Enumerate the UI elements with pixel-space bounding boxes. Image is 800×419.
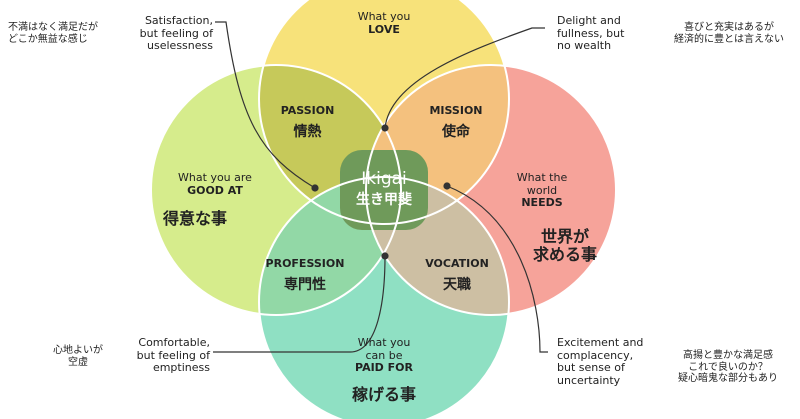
ikigai-center-region xyxy=(340,150,428,230)
good-at-line2: GOOD AT xyxy=(187,183,243,197)
paid-for-jp: 稼げる事 xyxy=(351,385,416,404)
note-bottom-left-jp2: 空虚 xyxy=(68,356,88,368)
note-bottom-right-en: Excitement and complacency, but sense of… xyxy=(557,336,644,388)
note-top-left-jp2: どこか無益な感じ xyxy=(8,33,88,45)
note-bottom-left-en: Comfortable, but feeling of emptiness xyxy=(122,336,210,375)
ikigai-en: Ikigai xyxy=(361,169,407,189)
paid-for-label: What you can be PAID FOR xyxy=(334,336,434,375)
leader-dot-bottom-left xyxy=(381,252,389,260)
note-top-left-en2: but feeling of xyxy=(139,26,213,40)
love-label: What you LOVE xyxy=(334,10,434,36)
paid-for-line1: What you xyxy=(357,336,411,349)
note-bottom-right-en1: Excitement and xyxy=(557,336,644,349)
vocation-jp: 天職 xyxy=(443,276,471,293)
note-bottom-left-en2: but feeling of xyxy=(136,348,210,362)
ikigai-jp: 生き甲斐 xyxy=(356,191,412,208)
profession-jp: 専門性 xyxy=(284,276,326,293)
leader-line-top-right xyxy=(384,27,545,129)
note-bottom-right-jp: 高揚と豊かな満足感 これで良いのか？ 疑心暗鬼な部分もあり xyxy=(662,350,794,385)
note-top-left-en1: Satisfaction, xyxy=(144,14,213,27)
love-line1: What you xyxy=(357,10,411,23)
note-bottom-right-en2: complacency, xyxy=(557,348,634,362)
love-line2: LOVE xyxy=(368,22,400,36)
note-top-left-jp1: 不満はなく満足だが xyxy=(8,22,98,33)
needs-jp2: 求める事 xyxy=(532,245,597,265)
needs-line2: world xyxy=(526,183,558,197)
note-top-right-jp: 喜びと充実はあるが 経済的に豊とは言えない xyxy=(665,22,793,45)
vocation-label: VOCATION 天職 xyxy=(412,257,502,293)
note-bottom-left-jp: 心地よいが 空虚 xyxy=(48,345,108,368)
profession-label: PROFESSION 専門性 xyxy=(255,257,355,293)
note-top-left-jp: 不満はなく満足だが どこか無益な感じ xyxy=(8,22,98,45)
ikigai-label: Ikigai 生き甲斐 xyxy=(340,169,428,208)
paid-for-line2: can be xyxy=(365,348,403,362)
needs-line1: What the xyxy=(516,171,568,184)
mission-label: MISSION 使命 xyxy=(416,104,496,140)
passion-label: PASSION 情熱 xyxy=(265,104,350,140)
leader-lines xyxy=(213,21,548,353)
leader-line-bottom-left xyxy=(213,255,386,353)
note-bottom-right-en4: uncertainty xyxy=(557,373,621,387)
good-at-jp: 得意な事 xyxy=(163,209,228,228)
note-top-left-en: Satisfaction, but feeling of uselessness xyxy=(128,14,213,53)
needs-jp1: 世界が xyxy=(540,227,589,246)
leader-dot-top-right xyxy=(381,124,389,132)
mission-jp: 使命 xyxy=(442,123,470,140)
mission-en: MISSION xyxy=(429,104,483,117)
note-bottom-right-jp1: 高揚と豊かな満足感 xyxy=(683,350,773,361)
passion-jp: 情熱 xyxy=(293,123,322,140)
good-at-label: What you are GOOD AT xyxy=(170,171,260,197)
note-top-right-jp1: 喜びと充実はあるが xyxy=(684,22,774,33)
paid-for-line3: PAID FOR xyxy=(355,361,413,375)
needs-line3: NEEDS xyxy=(521,196,563,210)
leader-line-bottom-right xyxy=(446,185,548,353)
note-top-right-en2: fullness, but xyxy=(557,26,625,40)
leader-dot-bottom-right xyxy=(443,182,451,190)
note-top-right-jp2: 経済的に豊とは言えない xyxy=(674,33,784,45)
note-top-right-en1: Delight and xyxy=(557,14,621,27)
note-bottom-left-en3: emptiness xyxy=(152,361,210,375)
needs-jp: 世界が 求める事 xyxy=(520,227,610,265)
good-at-line1: What you are xyxy=(178,171,252,184)
profession-en: PROFESSION xyxy=(265,257,345,270)
note-bottom-right-jp2: これで良いのか？ xyxy=(688,361,768,373)
circle-outlines xyxy=(150,0,617,419)
note-bottom-right-jp3: 疑心暗鬼な部分もあり xyxy=(678,373,778,384)
note-top-right-en3: no wealth xyxy=(557,39,612,53)
leader-dot-top-left xyxy=(311,184,319,192)
note-bottom-left-en1: Comfortable, xyxy=(138,336,210,349)
needs-label: What the world NEEDS xyxy=(507,171,577,210)
note-top-left-en3: uselessness xyxy=(147,39,213,53)
note-top-right-en: Delight and fullness, but no wealth xyxy=(557,14,625,53)
passion-en: PASSION xyxy=(280,104,335,117)
leader-line-top-left xyxy=(215,21,316,189)
vocation-en: VOCATION xyxy=(425,257,489,270)
note-bottom-left-jp1: 心地よいが xyxy=(53,345,103,356)
note-bottom-right-en3: but sense of xyxy=(557,361,625,375)
